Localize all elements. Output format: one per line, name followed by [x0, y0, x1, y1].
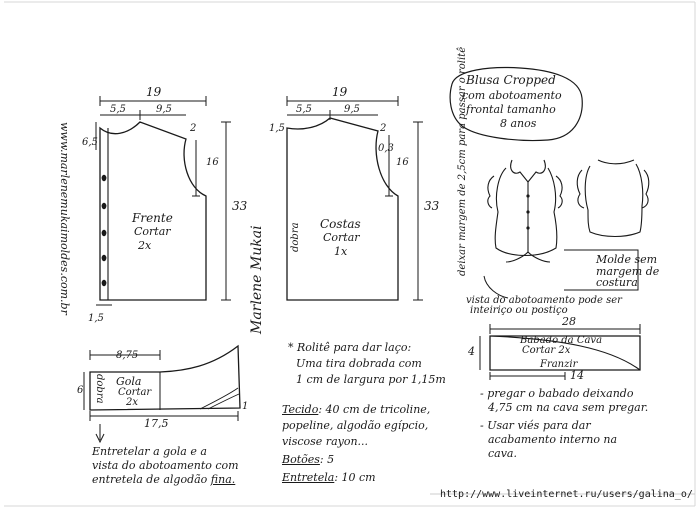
collar-note-line-1: Entretelar a gola e a [92, 445, 207, 458]
materials-interfacing-label: Entretela [282, 471, 335, 484]
front-armhole-depth-label: 16 [206, 157, 219, 168]
back-garment-sketch [576, 159, 650, 238]
ruffle-fold-label: Franzir [540, 359, 578, 370]
signature: Marlene Mukai [249, 225, 265, 334]
front-width-label: 19 [146, 85, 162, 99]
collar-right-mark-label: 1 [242, 401, 249, 412]
back-shoulder-left-label: 5,5 [296, 104, 312, 115]
front-shoulder-right-label: 9,5 [156, 104, 172, 115]
rolite-line-3: 1 cm de largura por 1,15m [296, 373, 446, 386]
front-length-label: 33 [232, 199, 248, 213]
back-fold-label: dobra [290, 222, 301, 252]
ruffle-piece [479, 324, 641, 380]
ruffle-width-label: 28 [562, 315, 576, 328]
no-seam-note-text: Molde sem margem de costura [596, 253, 660, 290]
front-buttons [101, 174, 107, 287]
ruffle-height-label: 4 [468, 345, 475, 358]
title-line-4: 8 anos [500, 117, 537, 130]
front-garment-sketch [487, 159, 563, 263]
front-neck-depth-label: 6,5 [82, 137, 98, 148]
ruffle-note-line-2: 4,75 cm na cava sem pregar. [488, 401, 649, 414]
back-cut-label: Cortar [323, 231, 360, 244]
collar-bottom-width-label: 17,5 [144, 417, 169, 430]
back-armhole-offset-label: 0,3 [378, 143, 394, 154]
ruffle-note-line-3: - Usar viés para dar [480, 419, 591, 432]
footer-url: http://www.liveinternet.ru/users/galina_… [440, 489, 693, 500]
materials-fabric-line-2: popeline, algodão egípcio, [282, 419, 429, 432]
back-length-label: 33 [424, 199, 440, 213]
front-shoulder-left-label: 5,5 [110, 104, 126, 115]
no-seam-note: Molde sem margem de costura [596, 254, 662, 289]
collar-fold-label: dobra [94, 374, 105, 404]
back-shoulder-right-label: 9,5 [344, 104, 360, 115]
collar-note-line-3-emph: fina. [210, 473, 236, 486]
title-cloud [449, 66, 583, 142]
materials-fabric-line-1: Tecido: 40 cm de tricoline, [282, 404, 430, 416]
ruffle-inner-label: 14 [570, 369, 584, 382]
materials-fabric-line-3: viscose rayon... [282, 435, 369, 448]
materials-interfacing: Entretela: 10 cm [282, 472, 376, 484]
ruffle-note-line-4: acabamento interno na [488, 433, 618, 446]
back-shoulder-drop-label: 2 [380, 123, 387, 134]
collar-piece [83, 344, 241, 444]
materials-buttons-label: Botões [282, 453, 320, 466]
rolite-line-1: * Rolitê para dar laço: [288, 341, 412, 354]
back-piece [286, 96, 423, 301]
back-armhole-depth-label: 16 [396, 157, 409, 168]
materials-interfacing-value: : 10 cm [334, 471, 376, 484]
collar-top-width-label: 8,75 [116, 350, 139, 361]
ruffle-cut-label: Cortar 2x [522, 345, 571, 356]
ruffle-note-line-1: - pregar o babado deixando [480, 387, 634, 400]
front-qty-label: 2x [138, 239, 152, 252]
collar-title: Gola [116, 375, 142, 388]
back-title: Costas [320, 217, 361, 231]
front-shoulder-drop-label: 2 [190, 123, 197, 134]
rolite-line-2: Uma tira dobrada com [296, 357, 422, 370]
collar-cut-label: Cortar [118, 387, 152, 398]
front-piece [95, 96, 231, 306]
back-neck-depth-label: 1,5 [269, 123, 285, 134]
title-line-1: Blusa Cropped [466, 73, 556, 87]
side-note-vertical: deixar margem de 2,5cm para passar o rol… [457, 46, 468, 276]
button-note-line-2: inteiriço ou postiço [470, 305, 568, 316]
title-line-3: frontal tamanho [466, 103, 556, 116]
ruffle-note-line-5: cava. [488, 447, 517, 460]
materials-fabric-value: : 40 cm de tricoline, [318, 403, 431, 416]
collar-qty-label: 2x [126, 397, 139, 408]
collar-height-label: 6 [77, 385, 84, 396]
collar-note-line-3-text: entretela de algodão [92, 473, 208, 486]
collar-note-line-3: entretela de algodão fina. [92, 474, 235, 486]
front-cut-label: Cortar [134, 225, 171, 238]
back-width-label: 19 [332, 85, 348, 99]
materials-buttons: Botões: 5 [282, 454, 334, 466]
ruffle-title: Babado da Cava [520, 335, 603, 346]
front-hem-margin-label: 1,5 [88, 313, 104, 324]
button-note-line-1: vista do abotoamento pode ser [466, 295, 622, 306]
back-qty-label: 1x [334, 245, 348, 258]
no-seam-box-outline [564, 249, 639, 291]
collar-note-line-2: vista do abotoamento com [92, 459, 239, 472]
title-line-2: com abotoamento [462, 89, 562, 102]
website-vertical: www.marlenemukaimoldes.com.br [58, 122, 71, 315]
materials-buttons-value: : 5 [319, 453, 335, 466]
materials-fabric-label: Tecido [282, 403, 319, 416]
front-title: Frente [132, 211, 173, 225]
